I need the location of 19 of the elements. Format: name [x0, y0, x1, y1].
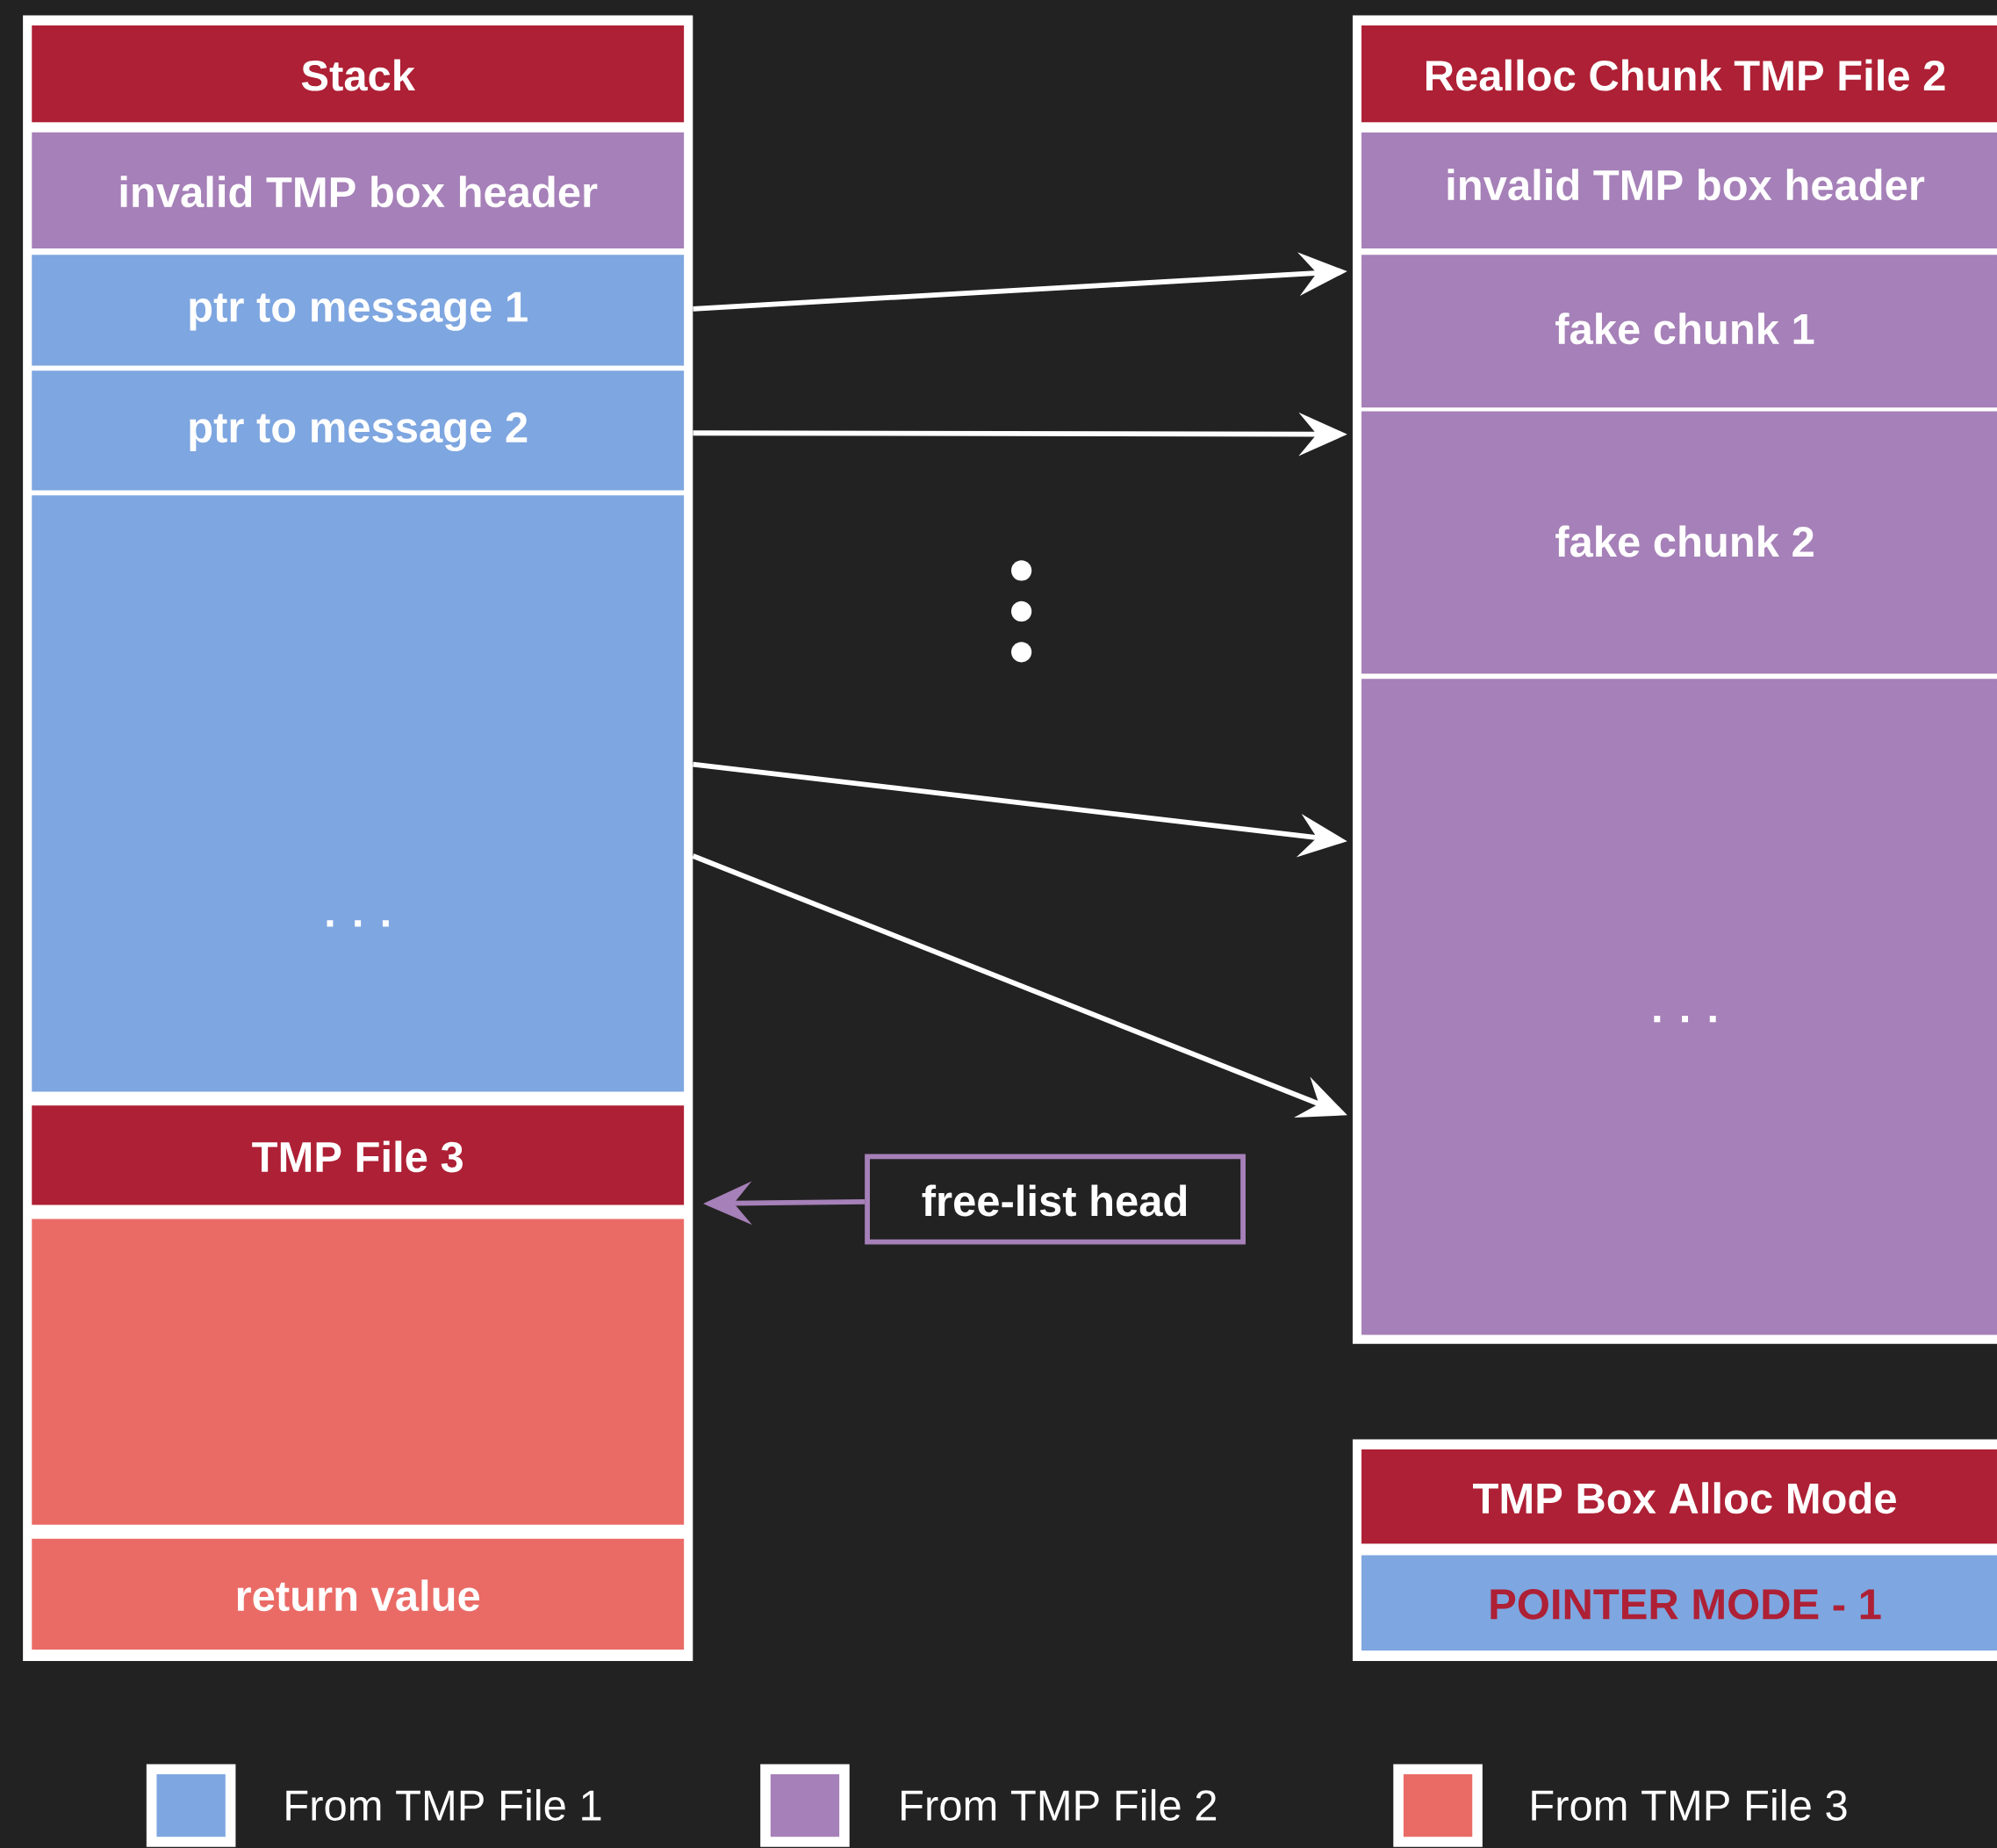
memory-cell: ptr to message 1 — [32, 255, 685, 366]
label-box: free-list head — [865, 1154, 1246, 1245]
memory-cell: invalid TMP box header — [1361, 132, 1997, 248]
memory-cell: POINTER MODE - 1 — [1361, 1555, 1997, 1651]
memory-cell: invalid TMP box header — [32, 132, 685, 248]
header-band: TMP Box Alloc Mode — [1361, 1449, 1997, 1544]
memory-cell: fake chunk 2 — [1361, 411, 1997, 674]
memory-cell: fake chunk 1 — [1361, 255, 1997, 408]
legend-label: From TMP File 1 — [286, 1788, 601, 1821]
memory-cell: . . . — [1361, 679, 1997, 1335]
header-band: Stack — [32, 25, 685, 123]
memory-cell: return value — [32, 1538, 685, 1650]
header-band: Realloc Chunk TMP File 2 — [1361, 25, 1997, 123]
legend-label: From TMP File 3 — [1532, 1788, 1847, 1821]
memory-cell: . . . — [32, 495, 685, 1092]
memory-cell — [32, 1219, 685, 1525]
header-band: TMP File 3 — [32, 1105, 685, 1205]
legend-label: From TMP File 2 — [902, 1788, 1217, 1821]
memory-cell: ptr to message 2 — [32, 370, 685, 491]
